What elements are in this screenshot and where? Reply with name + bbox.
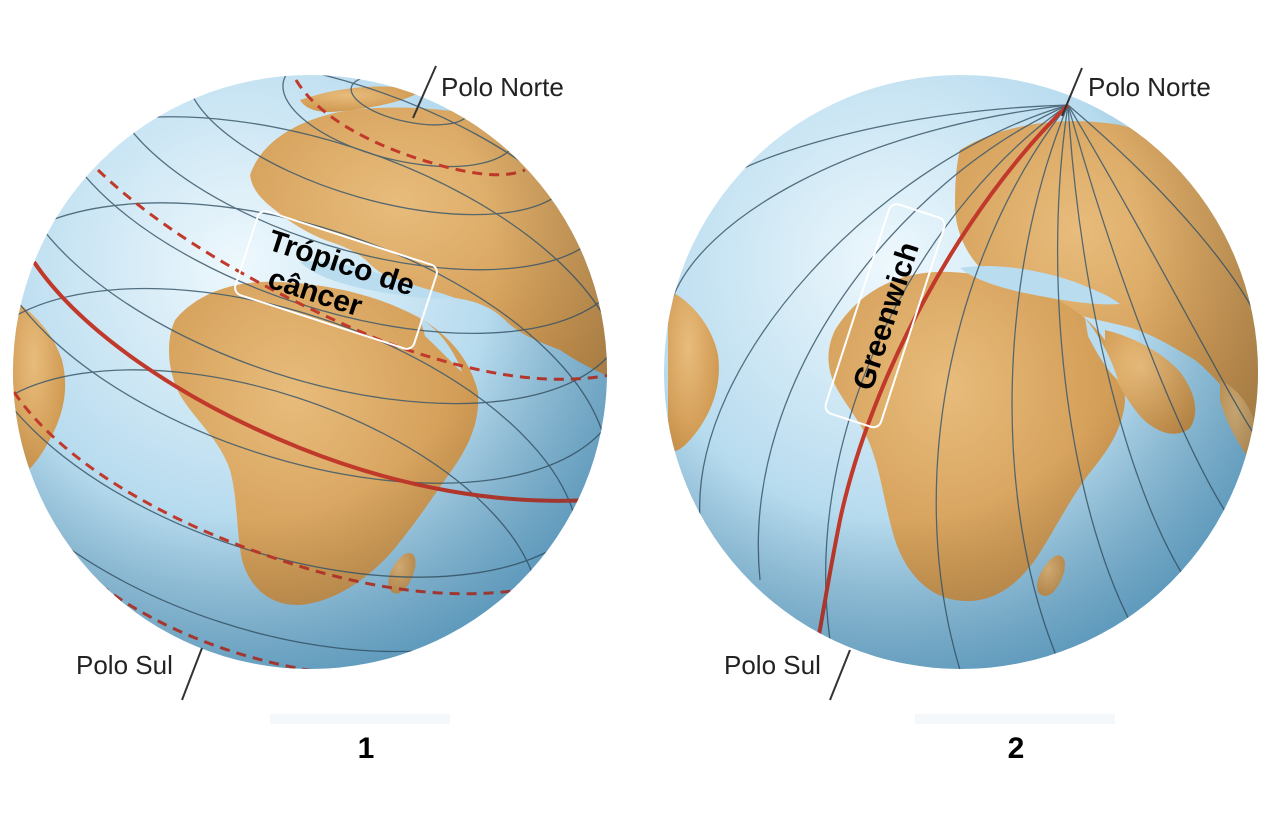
globe-1-south-pointer xyxy=(181,647,203,701)
globe-2: Polo Norte Polo Sul Greenwich 2 xyxy=(664,67,1258,765)
globe-2-south-pointer xyxy=(829,649,851,701)
globe-1-base-fade xyxy=(270,714,450,724)
globe-1-south-label: Polo Sul xyxy=(76,650,173,680)
globe-1-north-pointer xyxy=(412,65,437,119)
greenwich-label-frame xyxy=(824,203,946,429)
figure-1-number: 1 xyxy=(358,732,375,765)
globe-1: Polo Norte Polo Sul Trópico de câncer 1 xyxy=(13,65,607,765)
figure-2-number: 2 xyxy=(1008,732,1025,765)
globe-1-north-label: Polo Norte xyxy=(441,72,564,102)
globe-2-north-pointer xyxy=(1061,67,1083,117)
globe-2-base-fade xyxy=(915,714,1115,724)
globe-2-north-label: Polo Norte xyxy=(1088,72,1211,102)
tropic-label-frame xyxy=(234,210,438,350)
globe-2-south-label: Polo Sul xyxy=(724,650,821,680)
